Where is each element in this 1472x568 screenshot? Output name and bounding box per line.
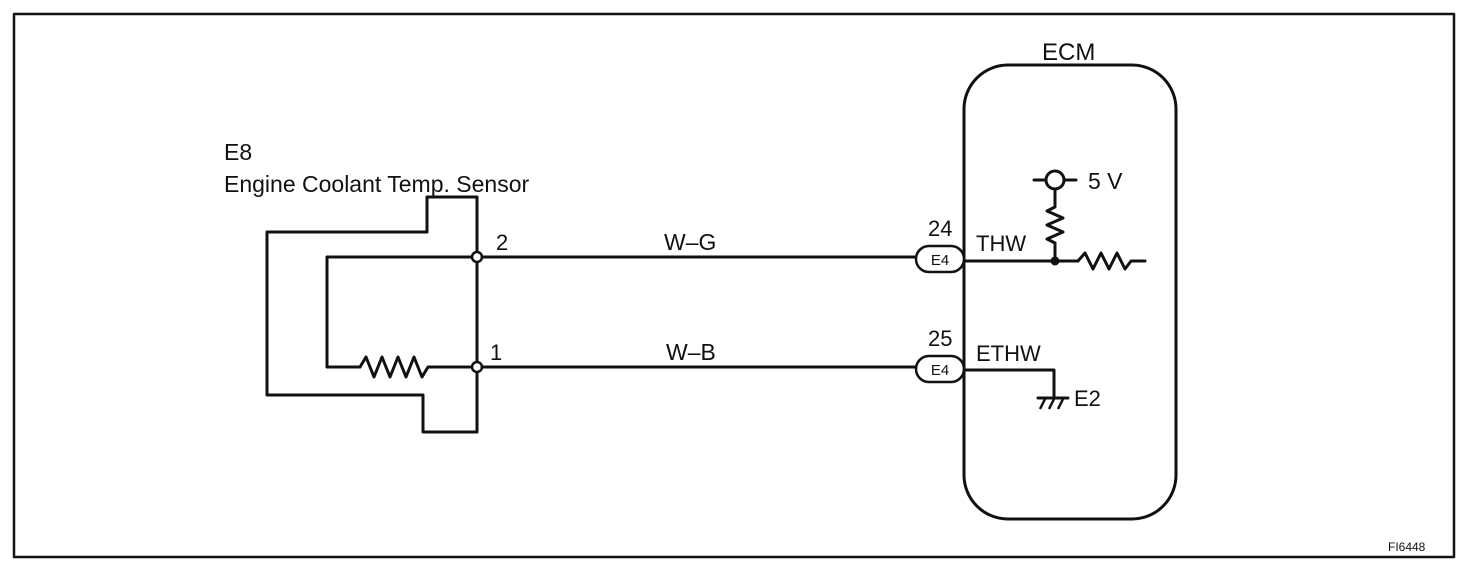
ground-icon <box>1038 398 1065 410</box>
wire-top-color-label: W–G <box>664 229 716 255</box>
connector-e4-top-label: E4 <box>931 252 949 269</box>
signal-thw-label: THW <box>976 231 1026 256</box>
ecm-pin-24-label: 24 <box>928 216 952 241</box>
sensor-code: E8 <box>224 139 252 165</box>
figure-id: FI6448 <box>1388 540 1426 554</box>
thw-load-resistor-icon <box>1076 251 1147 271</box>
connector-e4-top <box>914 244 966 274</box>
ground-e2-label: E2 <box>1074 386 1101 411</box>
ecm-pin-25-label: 25 <box>928 326 952 351</box>
sensor-name: Engine Coolant Temp. Sensor <box>224 171 529 197</box>
supply-source-icon <box>1044 169 1066 191</box>
supply-voltage-label: 5 V <box>1088 168 1123 194</box>
ecm-box <box>962 63 1178 521</box>
sensor-pin-top-label: 2 <box>496 230 508 255</box>
diagram-frame <box>12 12 1456 559</box>
signal-ethw-label: ETHW <box>976 341 1041 366</box>
pullup-resistor-icon <box>1045 187 1065 245</box>
wire-bottom-color-label: W–B <box>666 339 716 365</box>
sensor-body-outline <box>265 195 479 434</box>
connector-e4-bottom-label: E4 <box>931 362 949 379</box>
sensor-internal-wire <box>325 255 479 369</box>
sensor-thermistor-icon <box>358 355 472 379</box>
sensor-pin-bottom-label: 1 <box>490 340 502 365</box>
ecm-title: ECM <box>1042 39 1095 66</box>
ethw-internal-wire <box>962 368 1056 399</box>
